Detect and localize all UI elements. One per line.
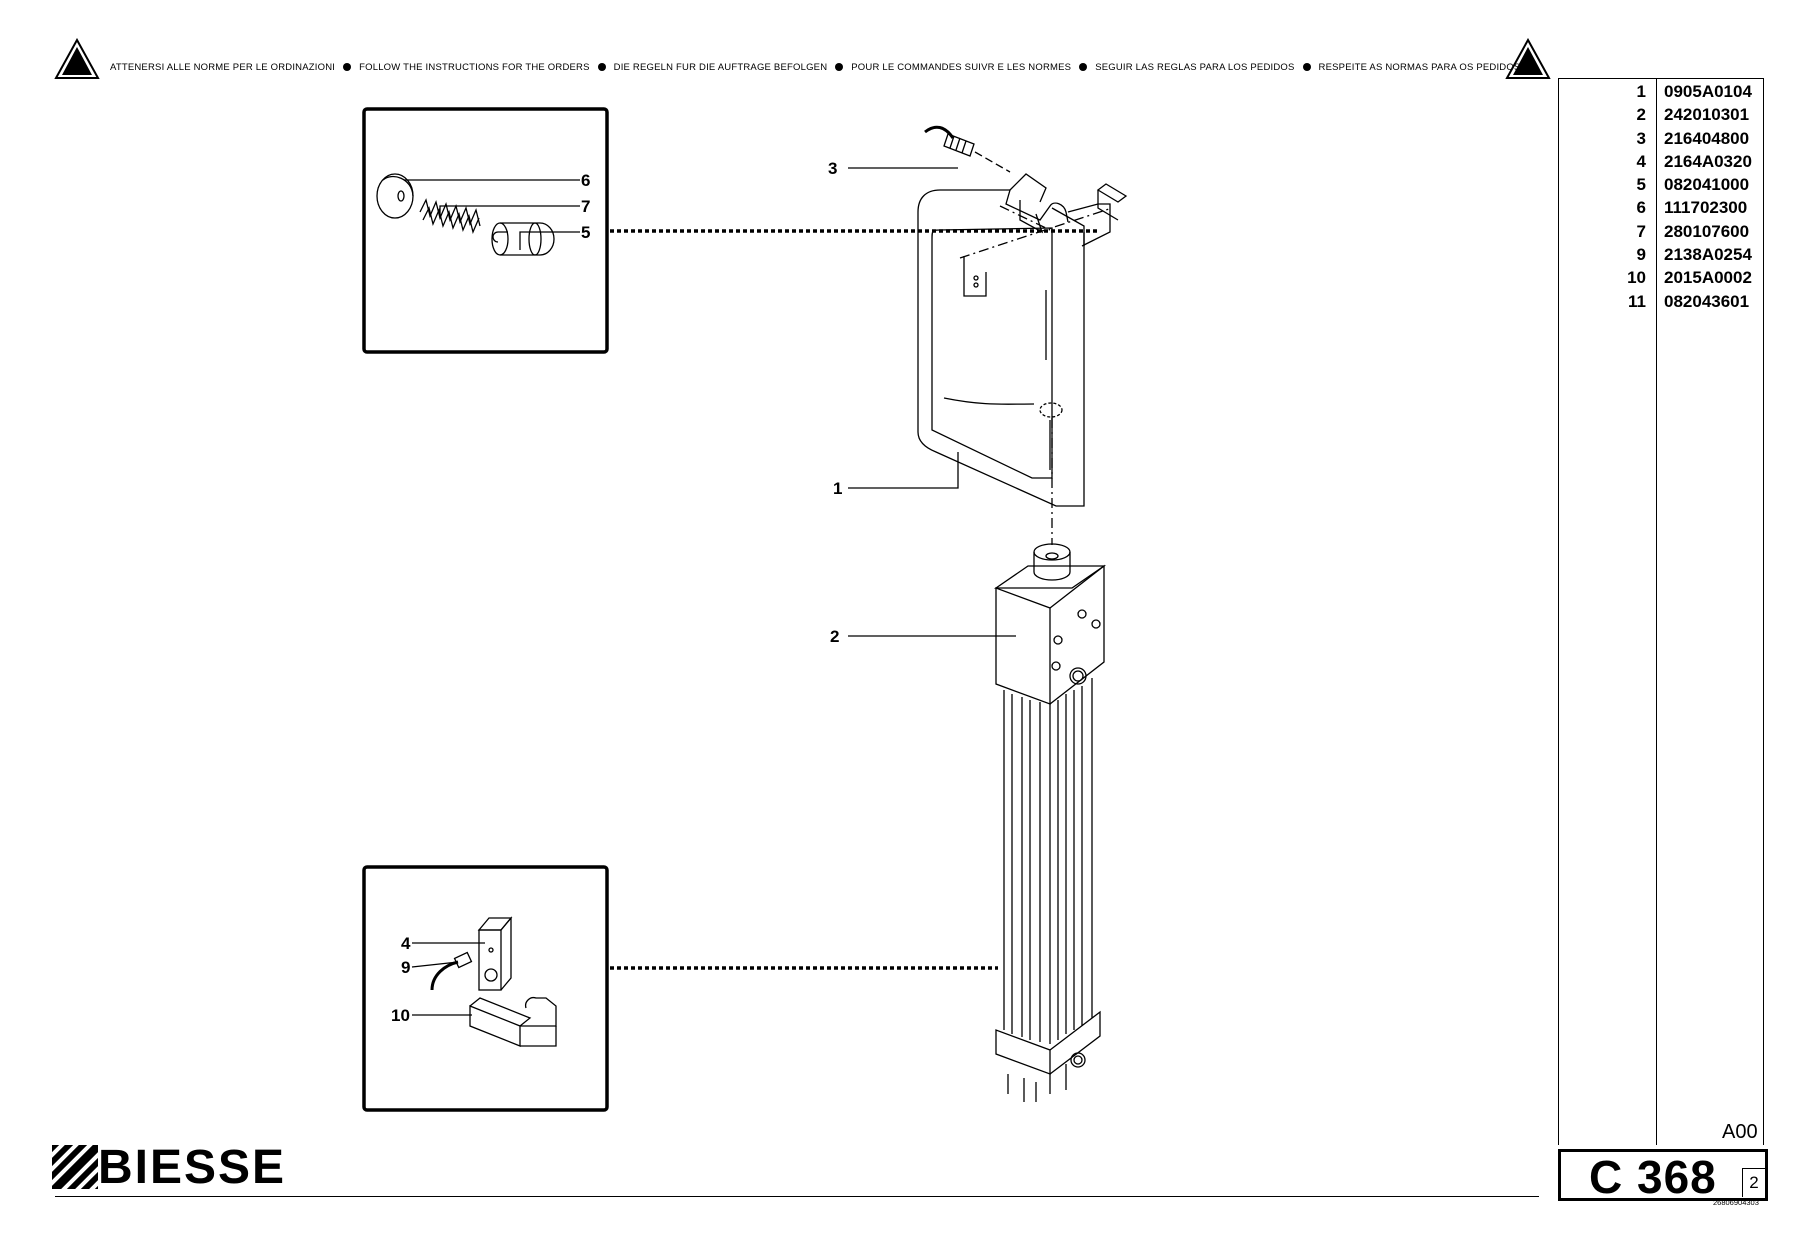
part-number: 5 [1636, 175, 1646, 195]
brand-name: BIESSE [98, 1141, 287, 1194]
part-code: 082041000 [1664, 175, 1750, 195]
notice-es: SEGUIR LAS REGLAS PARA LOS PEDIDOS [1095, 62, 1295, 73]
leader-line [439, 205, 580, 218]
parts-row: 7 280107600 [1562, 220, 1762, 243]
detail-box-sensor-bracket [362, 865, 609, 1112]
part-code: 216404800 [1664, 128, 1750, 148]
proximity-sensor-part [924, 125, 975, 157]
parts-list-panel [1558, 78, 1764, 1145]
detail-box-spring-plunger [362, 107, 609, 354]
sensor-cable-part [430, 951, 473, 991]
part-number: 10 [1627, 268, 1646, 288]
parts-row: 11 082043601 [1562, 290, 1762, 313]
part-code: 111702300 [1664, 198, 1748, 218]
bullet-icon [343, 63, 352, 71]
sensor-frame-part [917, 173, 1128, 507]
leader-line [519, 231, 580, 250]
ordering-instructions-banner: ATTENERSI ALLE NORME PER LE ORDINAZIONI F… [110, 62, 1520, 73]
part-number: 1 [1636, 82, 1646, 101]
footer-rule [55, 1196, 1539, 1197]
sheet-number: 2 [1742, 1168, 1765, 1197]
part-number: 7 [1636, 221, 1646, 241]
callout-6: 6 [581, 171, 591, 190]
callout-9: 9 [401, 958, 411, 977]
parts-row: 3 216404800 [1562, 127, 1762, 150]
parts-row: 6 111702300 [1562, 196, 1762, 219]
part-number: 3 [1636, 128, 1646, 148]
notice-pt: RESPEITE AS NORMAS PARA OS PEDIDOS [1318, 62, 1521, 73]
part-code: 0905A0104 [1664, 82, 1752, 101]
notice-it: ATTENERSI ALLE NORME PER LE ORDINAZIONI [110, 62, 336, 73]
parts-row: 5 082041000 [1562, 173, 1762, 196]
callout-3: 3 [828, 159, 838, 178]
bullet-icon [1079, 63, 1088, 71]
table-code: C 368 [1589, 1151, 1717, 1203]
notice-de: DIE REGELN FUR DIE AUFTRAGE BEFOLGEN [613, 62, 828, 73]
part-code: 2164A0320 [1664, 151, 1752, 171]
callout-2: 2 [830, 627, 840, 646]
document-number: 26806904303 [1713, 1198, 1759, 1207]
revision-label: A00 [1722, 1121, 1758, 1143]
pneumatic-cylinder-part [993, 543, 1107, 1102]
part-code: 2015A0002 [1664, 268, 1752, 288]
warning-triangle-icon [54, 38, 100, 79]
notice-en: FOLLOW THE INSTRUCTIONS FOR THE ORDERS [359, 62, 590, 73]
spring-part [419, 198, 481, 235]
bracket-part [469, 997, 557, 1047]
callout-7: 7 [581, 197, 591, 216]
warning-triangle-icon [1505, 38, 1551, 79]
part-number: 4 [1636, 151, 1646, 171]
callout-10: 10 [391, 1006, 410, 1025]
callout-4: 4 [401, 934, 411, 953]
notice-fr: POUR LE COMMANDES SUIVR E LES NORMES [851, 62, 1072, 73]
leader-line [848, 452, 959, 489]
parts-row: 4 2164A0320 [1562, 150, 1762, 173]
part-code: 082043601 [1664, 291, 1750, 311]
part-code: 242010301 [1664, 105, 1750, 125]
part-number: 11 [1628, 291, 1646, 311]
part-number: 6 [1636, 198, 1646, 218]
bullet-icon [1302, 63, 1311, 71]
bullet-icon [835, 63, 844, 71]
parts-row: 9 2138A0254 [1562, 243, 1762, 266]
plunger-part [491, 222, 555, 256]
parts-row: 10 2015A0002 [1562, 266, 1762, 289]
biesse-logo-icon [52, 1145, 98, 1189]
parts-list: 1 0905A0104 2 242010301 3 216404800 4 2164A0… [1562, 80, 1762, 313]
parts-row: 2 242010301 [1562, 103, 1762, 126]
parts-row: 1 0905A0104 [1562, 80, 1762, 103]
part-code: 280107600 [1664, 221, 1750, 241]
part-number: 9 [1636, 245, 1646, 265]
callout-5: 5 [581, 223, 591, 242]
washer-part [376, 173, 414, 219]
part-code: 2138A0254 [1664, 245, 1752, 265]
leader-line [411, 961, 459, 968]
table-code-box: C 368 2 [1558, 1149, 1768, 1203]
sensor-block-part [477, 916, 513, 991]
bullet-icon [597, 63, 606, 71]
part-number: 2 [1636, 105, 1646, 125]
callout-1: 1 [833, 479, 843, 498]
